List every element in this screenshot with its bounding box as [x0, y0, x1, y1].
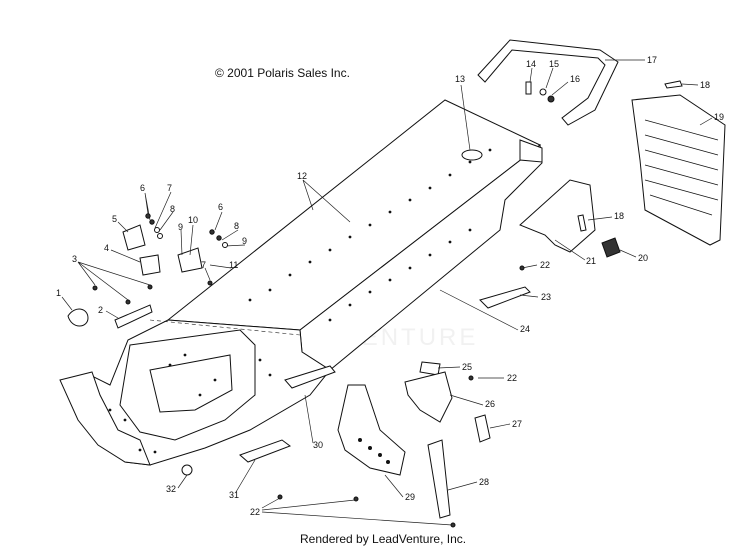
callout-22c: 22	[250, 507, 260, 517]
callout-4: 4	[104, 243, 109, 253]
runner-part-28	[427, 439, 451, 519]
rear-bumper-part-17	[477, 39, 619, 126]
callout-30: 30	[313, 440, 323, 450]
bracket-part-2	[114, 304, 153, 329]
callout-17: 17	[647, 55, 657, 65]
copyright-text: © 2001 Polaris Sales Inc.	[215, 66, 350, 80]
callout-15: 15	[549, 59, 559, 69]
reflector-part-20	[601, 237, 621, 258]
callout-6b: 6	[218, 202, 223, 212]
callout-8a: 8	[170, 204, 175, 214]
bracket-part-26	[404, 371, 453, 423]
callout-1: 1	[56, 288, 61, 298]
small-hardware	[92, 213, 525, 528]
footrest-part-29	[337, 384, 406, 476]
screw-part-18a	[664, 80, 683, 89]
callout-8b: 8	[234, 221, 239, 231]
callout-16: 16	[570, 74, 580, 84]
callout-labels: 1 2 3 4 5 6 6 7 7 8 8 9 9 10 11 12 13 14…	[56, 55, 724, 517]
callout-29: 29	[405, 492, 415, 502]
callout-23: 23	[541, 292, 551, 302]
snow-flap-ribs	[644, 119, 719, 216]
plug-part-32	[181, 464, 193, 476]
block-part-4	[139, 254, 161, 276]
bracket-part-5	[122, 224, 146, 251]
callout-10: 10	[188, 215, 198, 225]
footer-text: Rendered by LeadVenture, Inc.	[300, 532, 466, 546]
callout-18a: 18	[700, 80, 710, 90]
callout-24: 24	[520, 324, 530, 334]
callout-5: 5	[112, 214, 117, 224]
rear-cover-part-21	[519, 179, 596, 253]
plate-part-23	[479, 286, 531, 309]
callout-32: 32	[166, 484, 176, 494]
callout-18b: 18	[614, 211, 624, 221]
callout-12: 12	[297, 171, 307, 181]
callout-26: 26	[485, 399, 495, 409]
chassis-tunnel	[59, 99, 543, 466]
callout-21: 21	[586, 256, 596, 266]
callout-22b: 22	[507, 373, 517, 383]
callout-3: 3	[72, 254, 77, 264]
callout-25: 25	[462, 362, 472, 372]
washer-part-15	[539, 88, 547, 96]
callout-9a: 9	[178, 222, 183, 232]
screw-part-18b	[577, 214, 587, 232]
callout-28: 28	[479, 477, 489, 487]
footrest-holes	[358, 438, 390, 464]
callout-2: 2	[98, 305, 103, 315]
callout-9b: 9	[242, 236, 247, 246]
callout-14: 14	[526, 59, 536, 69]
bolt-part-14	[525, 81, 532, 95]
rail-part-30	[284, 365, 336, 389]
callout-19: 19	[714, 112, 724, 122]
callout-6a: 6	[140, 183, 145, 193]
strap-part-1	[67, 308, 89, 327]
callout-13: 13	[455, 74, 465, 84]
callout-7b: 7	[201, 260, 206, 270]
snow-flap-part-19	[631, 94, 726, 246]
nut-part-16	[547, 95, 555, 103]
callout-7a: 7	[167, 183, 172, 193]
callout-20: 20	[638, 253, 648, 263]
callout-11: 11	[229, 260, 238, 270]
rivet-holes	[108, 148, 492, 454]
callout-31: 31	[229, 490, 239, 500]
callout-27: 27	[512, 419, 522, 429]
bracket-part-10	[177, 247, 203, 273]
callout-22a: 22	[540, 260, 550, 270]
pad-part-25	[419, 361, 441, 376]
grip-part-27	[474, 414, 491, 443]
leader-lines	[61, 59, 713, 526]
cover-part-31	[239, 439, 292, 463]
